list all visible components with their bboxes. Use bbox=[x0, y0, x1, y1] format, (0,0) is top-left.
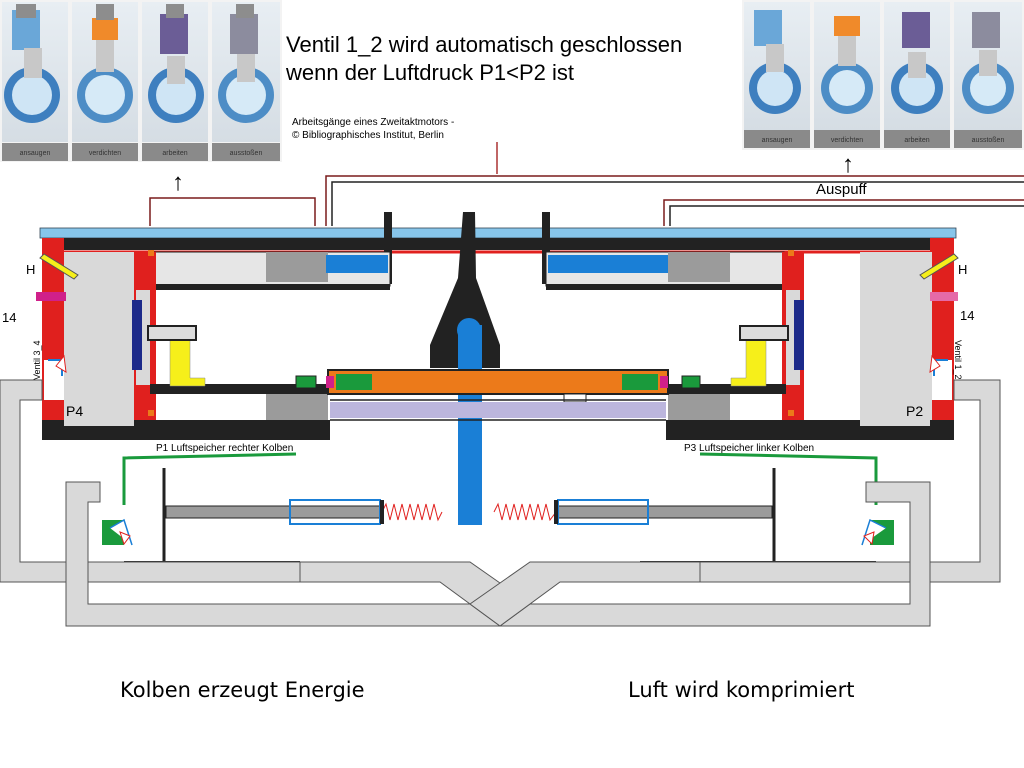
left-photo-caption-1: ansaugen bbox=[20, 150, 51, 157]
left-up-arrow: ↑ bbox=[172, 169, 184, 196]
right-navy-seal bbox=[794, 300, 804, 370]
left-pressure-label: P4 bbox=[66, 403, 83, 419]
right-up-arrow: ↑ bbox=[842, 151, 854, 178]
center-crossbar bbox=[327, 369, 669, 395]
right-cylinder bbox=[666, 238, 954, 440]
left-valve-label: Ventil 3_4 bbox=[32, 340, 42, 380]
right-h-label: H bbox=[958, 262, 967, 277]
left-photo-caption-4: ausstoßen bbox=[230, 150, 263, 157]
left-caption: Kolben erzeugt Energie bbox=[120, 678, 365, 702]
left-number-label: 14 bbox=[2, 310, 16, 325]
lavender-plate bbox=[330, 402, 666, 418]
left-mid-rail bbox=[150, 384, 330, 394]
right-photo-ausstossen bbox=[954, 2, 1022, 148]
lower-right-check-valve bbox=[861, 518, 894, 546]
exhaust-label: Auspuff bbox=[816, 181, 867, 198]
left-photo-arbeiten bbox=[142, 2, 208, 161]
right-storage-label: P3 Luftspeicher linker Kolben bbox=[684, 443, 814, 454]
right-photo-caption-4: ausstoßen bbox=[972, 137, 1005, 144]
left-engine-photo-strip: ansaugen verdichten arbeiten ausstoßen bbox=[0, 0, 282, 162]
right-photo-caption-1: ansaugen bbox=[762, 137, 793, 144]
left-injector-h bbox=[39, 253, 79, 280]
left-navy-seal bbox=[132, 300, 142, 370]
left-spring bbox=[381, 502, 443, 522]
center-tower bbox=[384, 212, 550, 525]
center-piston-rod bbox=[458, 325, 482, 525]
left-valve-blue bbox=[326, 255, 388, 273]
credit-line-1: Arbeitsgänge eines Zweitaktmotors - bbox=[292, 117, 454, 128]
right-pink-plug bbox=[930, 292, 958, 301]
right-caption: Luft wird komprimiert bbox=[628, 678, 854, 702]
left-photo-ansaugen bbox=[2, 2, 68, 161]
right-valve-label: Ventil 1_2 bbox=[953, 340, 963, 380]
left-h-label: H bbox=[26, 262, 35, 277]
left-check-valve bbox=[44, 354, 67, 400]
right-mid-rail bbox=[666, 384, 786, 394]
right-photo-caption-2: verdichten bbox=[831, 137, 863, 144]
right-pressure-label: P2 bbox=[906, 403, 923, 419]
right-green-line bbox=[699, 452, 878, 505]
lower-piston-assembly bbox=[124, 468, 876, 563]
title-line-1: Ventil 1_2 wird automatisch geschlossen bbox=[286, 32, 682, 57]
credit-line-2: © Bibliographisches Institut, Berlin bbox=[292, 130, 444, 141]
right-photo-arbeiten bbox=[884, 2, 950, 148]
right-valve-blue bbox=[548, 255, 668, 273]
right-photo-caption-3: arbeiten bbox=[904, 137, 929, 144]
right-check-valve bbox=[929, 354, 952, 400]
right-number-label: 14 bbox=[960, 308, 974, 323]
left-photo-caption-2: verdichten bbox=[89, 150, 121, 157]
left-pink-plug bbox=[36, 292, 66, 301]
left-photo-verdichten bbox=[72, 2, 138, 161]
right-photo-ansaugen bbox=[744, 2, 810, 148]
right-spring bbox=[493, 502, 557, 522]
left-storage-label: P1 Luftspeicher rechter Kolben bbox=[156, 443, 293, 454]
title-line-2: wenn der Luftdruck P1<P2 ist bbox=[285, 60, 574, 85]
left-photo-ausstossen bbox=[212, 2, 280, 161]
right-engine-photo-strip: ansaugen verdichten arbeiten ausstoßen bbox=[742, 0, 1024, 150]
right-upper-block bbox=[545, 251, 785, 290]
right-injector-h bbox=[919, 253, 959, 280]
exhaust-pipes bbox=[149, 175, 1024, 226]
air-ducts bbox=[0, 379, 1001, 627]
left-photo-caption-3: arbeiten bbox=[162, 150, 187, 157]
left-green-line bbox=[122, 452, 297, 505]
right-photo-verdichten bbox=[814, 2, 880, 148]
top-cooling-bar bbox=[39, 227, 957, 239]
top-housing-bar bbox=[42, 238, 954, 250]
left-upper-block bbox=[149, 251, 391, 290]
lower-left-check-valve bbox=[102, 518, 133, 546]
